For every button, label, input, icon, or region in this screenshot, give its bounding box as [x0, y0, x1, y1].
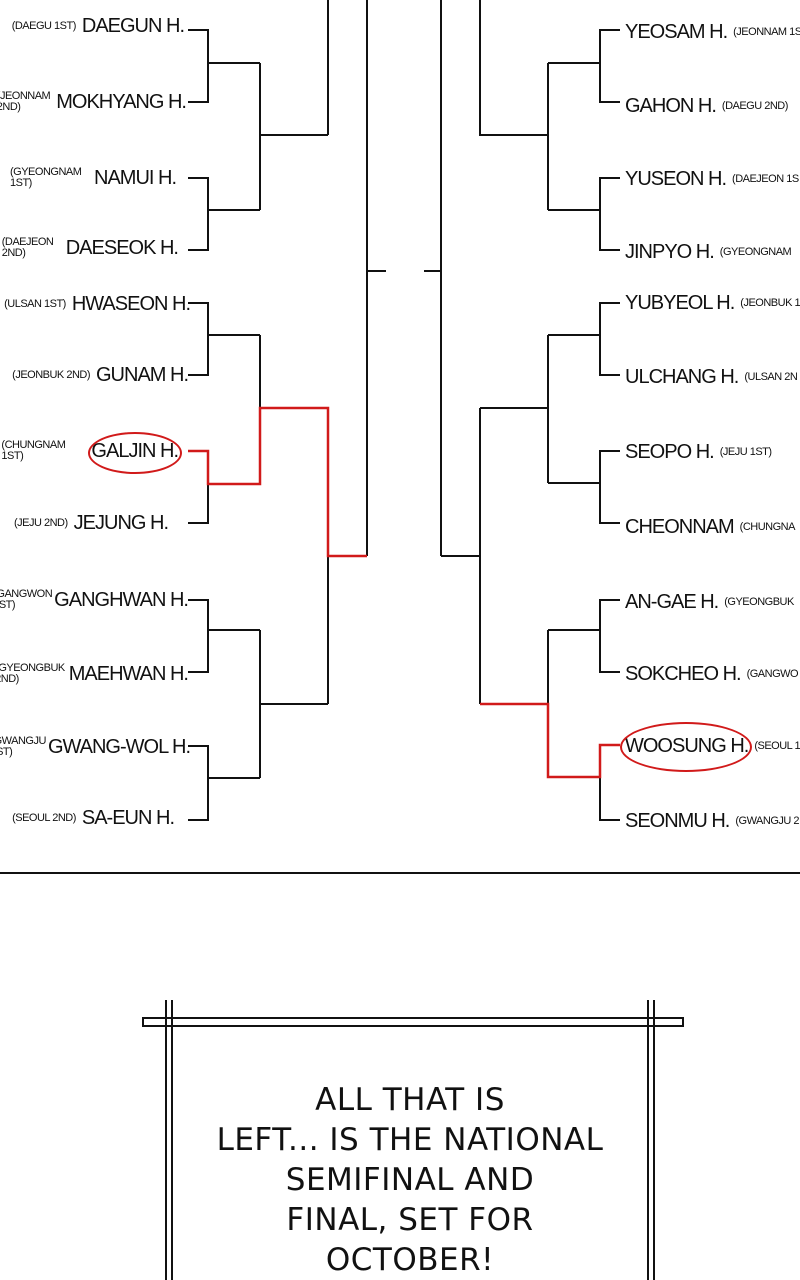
team-name: CHEONNAM [625, 515, 735, 538]
team-name: GUNAM H. [96, 363, 189, 386]
team-region: (DAEGU 2ND) [721, 99, 789, 112]
team-name: MAEHWAN H. [68, 662, 189, 685]
team-entry-left: (DAEJEON 2ND) DAESEOK H. [0, 234, 179, 262]
team-region: (GYEONGBUK 2ND) [0, 662, 65, 685]
team-region: (JEONBUK 1 [740, 296, 800, 309]
team-entry-right: SEONMU H. (GWANGJU 2 [625, 809, 800, 833]
left-winner-path [188, 406, 367, 558]
team-region: (DAEJEON 1S [732, 172, 799, 185]
team-region: (JEONNAM 2ND) [0, 90, 51, 113]
caption-line: ALL THAT IS [315, 1082, 505, 1118]
team-entry-right: YUSEON H. (DAEJEON 1S [625, 167, 800, 191]
team-name: JEJUNG H. [73, 511, 169, 534]
team-region: (ULSAN 1ST) [4, 297, 66, 310]
team-name: HWASEON H. [71, 292, 191, 315]
team-name: AN-GAE H. [625, 590, 719, 613]
team-entry-left: (SEOUL 2ND) SA-EUN H. [0, 806, 175, 830]
team-name: GAHON H. [625, 94, 717, 117]
team-name: SOKCHEO H. [625, 662, 742, 685]
team-entry-left: (JEONNAM 2ND) MOKHYANG H. [0, 88, 187, 116]
team-entry-right: AN-GAE H. (GYEONGBUK [625, 590, 800, 614]
right-bracket-lines [424, 0, 620, 821]
team-entry-right: JINPYO H. (GYEONGNAM [625, 240, 800, 264]
winner-circle-left [88, 432, 182, 474]
team-region: (JEONBUK 2ND) [12, 368, 90, 381]
team-entry-left: (GYEONGBUK 2ND) MAEHWAN H. [0, 660, 189, 688]
team-region: (GYEONGBUK [724, 595, 794, 608]
team-region: (ULSAN 2N [744, 370, 798, 383]
team-name: ULCHANG H. [625, 365, 739, 388]
team-name: YUSEON H. [625, 167, 727, 190]
caption-line: LEFT... IS THE NATIONAL [216, 1122, 604, 1158]
team-region: (GWANGJU 1ST) [0, 735, 46, 758]
tournament-bracket [188, 0, 620, 821]
caption-frame [142, 1000, 684, 1280]
caption-text: ALL THAT IS LEFT... IS THE NATIONAL SEMI… [200, 1080, 620, 1280]
team-name: MOKHYANG H. [56, 90, 187, 113]
team-region: (DAEGU 1ST) [11, 19, 77, 32]
team-entry-left: (JEJU 2ND) JEJUNG H. [0, 511, 169, 535]
panel-divider [0, 872, 800, 874]
team-region: (SEOUL 2ND) [12, 811, 76, 824]
team-entry-right: SEOPO H. (JEJU 1ST) [625, 440, 800, 464]
left-bracket-lines [188, 0, 386, 821]
team-region: (GANGWON 1ST) [0, 588, 53, 611]
team-entry-left: (JEONBUK 2ND) GUNAM H. [0, 363, 189, 387]
team-name: JINPYO H. [625, 240, 715, 263]
team-name: NAMUI H. [94, 166, 177, 189]
team-region: (CHUNGNA [739, 520, 796, 533]
caption-line: OCTOBER! [325, 1242, 495, 1278]
caption-line: SEMIFINAL AND [285, 1162, 535, 1198]
team-region: (JEJU 2ND) [13, 516, 68, 529]
team-region: (GWANGJU 2 [735, 814, 799, 827]
team-entry-right: SOKCHEO H. (GANGWO [625, 662, 800, 686]
team-region: (DAEJEON 2ND) [1, 236, 54, 259]
team-entry-left: (ULSAN 1ST) HWASEON H. [0, 292, 191, 316]
team-name: YUBYEOL H. [625, 291, 735, 314]
team-name: SA-EUN H. [81, 806, 175, 829]
team-entry-left: (GWANGJU 1ST) GWANG-WOL H. [0, 733, 191, 761]
team-region: (GANGWO [746, 667, 799, 680]
winner-circle-right [620, 722, 752, 772]
team-entry-right: YUBYEOL H. (JEONBUK 1 [625, 291, 800, 315]
team-region: (SEOUL 1 [754, 739, 800, 752]
team-region: (GYEONGNAM [719, 245, 792, 258]
team-entry-right: ULCHANG H. (ULSAN 2N [625, 365, 800, 389]
team-entry-left: (GYEONGNAM 1ST) NAMUI H. [0, 164, 177, 192]
team-region: (JEJU 1ST) [719, 445, 772, 458]
team-entry-right: CHEONNAM (CHUNGNA [625, 515, 800, 539]
team-region: (GYEONGNAM 1ST) [10, 166, 82, 189]
team-entry-right: GAHON H. (DAEGU 2ND) [625, 94, 800, 118]
team-name: GANGHWAN H. [54, 588, 189, 611]
right-winner-path [480, 702, 620, 779]
team-name: SEOPO H. [625, 440, 715, 463]
team-name: YEOSAM H. [625, 20, 728, 43]
caption-line: FINAL, SET FOR [286, 1202, 534, 1238]
team-region: (CHUNGNAM 1ST) [1, 439, 66, 462]
team-name: DAESEOK H. [65, 236, 179, 259]
team-name: DAEGUN H. [81, 14, 185, 37]
team-entry-left: (DAEGU 1ST) DAEGUN H. [0, 14, 185, 38]
team-name: SEONMU H. [625, 809, 730, 832]
team-region: (JEONNAM 1S [733, 25, 800, 38]
team-entry-left: (GANGWON 1ST) GANGHWAN H. [0, 586, 189, 614]
team-entry-right: YEOSAM H. (JEONNAM 1S [625, 20, 800, 44]
team-name: GWANG-WOL H. [47, 735, 191, 758]
